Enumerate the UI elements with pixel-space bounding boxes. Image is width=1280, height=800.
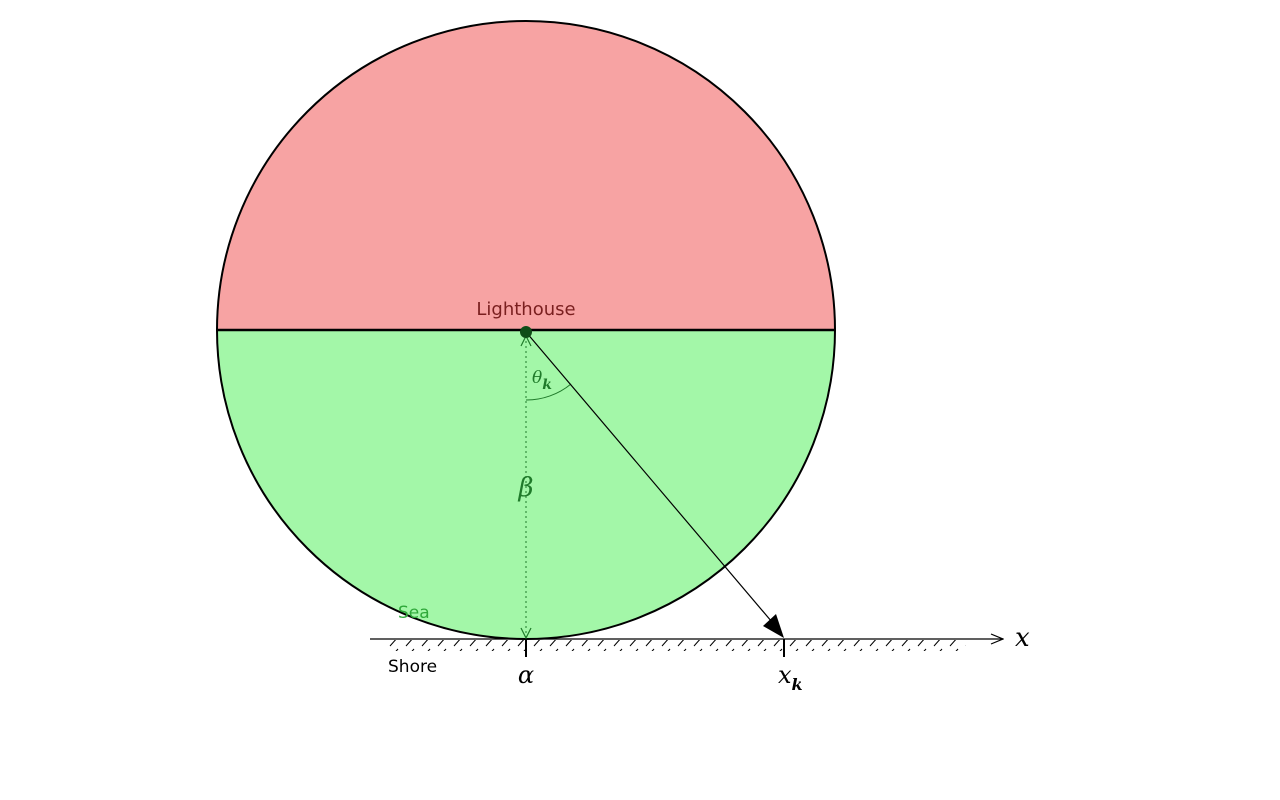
beta-label: β	[517, 473, 533, 503]
xk-label: xk	[778, 661, 803, 694]
upper-half-region	[217, 21, 835, 330]
alpha-label: α	[518, 661, 534, 689]
shore-label: Shore	[388, 657, 437, 677]
light-beam-line	[525, 331, 773, 623]
light-beam-arrowhead	[763, 614, 784, 638]
shore-hatching	[386, 640, 966, 651]
x-axis-label: x	[1015, 623, 1030, 653]
theta-angle-arc	[525, 383, 572, 401]
sea-label: Sea	[398, 603, 430, 623]
theta-label: θk	[532, 368, 552, 393]
lighthouse-point	[520, 326, 532, 338]
lighthouse-label: Lighthouse	[476, 299, 575, 320]
